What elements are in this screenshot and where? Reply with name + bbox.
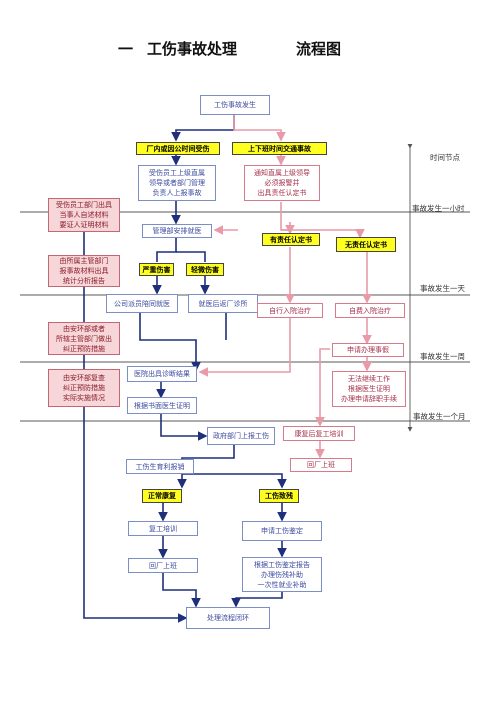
tag-commute-accident: 上下班时间交通事故 — [232, 142, 327, 155]
tag-plant-injury: 厂内或因公时间受伤 — [136, 142, 220, 155]
tag-liable: 有责任认定书 — [262, 233, 320, 246]
tag-not-liable: 无责任认定书 — [336, 237, 396, 252]
node-report-supervisor: 受伤员工上级直属 领导或者部门管理 负责人上报事故 — [138, 165, 216, 201]
node-rehab-training: 康复后复工培训 — [283, 426, 355, 441]
node-reimbursement: 工伤生育利报销 — [126, 459, 194, 474]
title-main: 工伤事故处理 — [147, 40, 238, 58]
time-one-day: 事故发生一天 — [420, 284, 465, 293]
node-close-case: 处理流程闭环 — [186, 607, 270, 629]
time-one-week: 事故发生一周 — [420, 352, 465, 361]
node-hr-arrange-medical: 管理部安排就医 — [142, 224, 212, 238]
tag-serious-injury: 严重伤害 — [139, 263, 174, 276]
node-return-training: 复工培训 — [128, 521, 198, 536]
node-self-hospital: 自费入院治疗 — [335, 303, 405, 318]
node-hospital-diagnosis: 医院出具诊断结果 — [127, 366, 197, 382]
tag-disability: 工伤致残 — [259, 489, 299, 503]
node-accident-occurs: 工伤事故发生 — [200, 95, 270, 115]
time-one-month: 事故发生一个月 — [413, 412, 466, 421]
node-unable-to-work: 无法继续工作 根据医生证明 办理申请辞职手续 — [332, 371, 406, 407]
title-suffix: 流程图 — [296, 40, 342, 58]
node-return-factory-left: 回厂上班 — [128, 558, 198, 573]
node-gov-report: 政府部门上报工伤 — [207, 427, 275, 445]
title-number: 一 — [118, 40, 134, 58]
left-box-review-measures: 由安环部复查 纠正预防措施 实际实施情况 — [48, 369, 120, 407]
node-self-treatment: 自行入院治疗 — [257, 303, 323, 318]
node-apply-leave: 申请办理事假 — [332, 343, 404, 357]
time-one-hour: 事故发生一小时 — [412, 204, 465, 213]
diagram-title: 一 工伤事故处理 流程图 — [0, 38, 496, 58]
node-notify-supervisor: 通知直属上级领导 必须报警并 出具责任认定书 — [244, 165, 320, 201]
node-sick-leave-cert: 根据书面医生证明 — [127, 397, 197, 414]
left-box-accident-report: 由所属主管部门 报事故材料出具 统计分析报告 — [48, 255, 120, 287]
node-apply-assessment: 申请工伤鉴定 — [242, 521, 322, 541]
node-return-factory-right: 回厂上班 — [290, 458, 352, 472]
tag-normal-recovery: 正常康复 — [142, 489, 182, 503]
time-header: 时间节点 — [430, 153, 460, 162]
left-box-statements: 受伤员工部门出具 当事人自述材料 要证人证明材料 — [48, 198, 120, 232]
tag-minor-injury: 轻微伤害 — [186, 263, 224, 276]
node-disability-report: 根据工伤鉴定报告 办理伤残补助 一次性就业补助 — [242, 557, 322, 592]
node-company-hospital: 公司派员陪同就医 — [106, 294, 178, 313]
left-box-corrective-measures: 由安环部或者 所辖主管部门做出 纠正预防措施 — [48, 322, 120, 355]
node-go-to-hospital: 就医后返厂诊所 — [188, 294, 258, 313]
